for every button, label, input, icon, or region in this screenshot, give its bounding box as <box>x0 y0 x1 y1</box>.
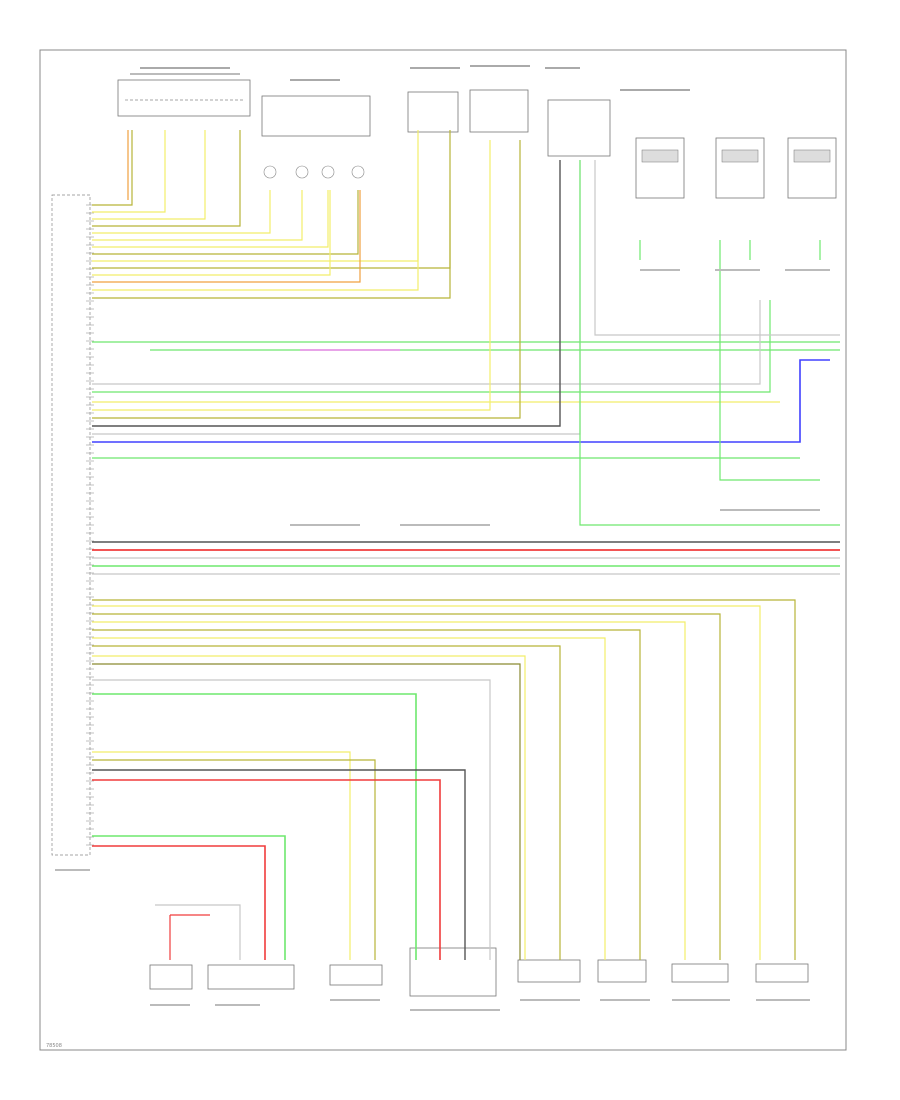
wire <box>92 130 451 299</box>
seat-position-sensor-3-box <box>787 137 837 199</box>
wire-low-0 <box>92 599 796 960</box>
wire <box>92 130 419 291</box>
wire <box>155 904 241 960</box>
rh-curtain-airbag-box <box>755 963 809 983</box>
bottom-components <box>149 947 809 997</box>
ecu-connector-pins <box>86 204 94 846</box>
wire-low-1 <box>92 605 761 960</box>
wire <box>92 140 491 411</box>
lh-knee-airbag-box <box>517 959 581 983</box>
wire <box>92 300 761 385</box>
wire-top-4 <box>92 190 271 234</box>
squib-connectors <box>263 165 365 179</box>
lh-front-seat-box <box>409 947 497 997</box>
wire <box>92 845 266 960</box>
rh-knee-airbag-box <box>597 959 647 983</box>
wire <box>92 759 376 960</box>
front-airbag-sensor-lh-box <box>261 95 371 137</box>
wire-top-5 <box>92 190 303 241</box>
spiral-cable-box <box>547 99 611 157</box>
wire <box>92 160 561 427</box>
wire-top-7 <box>92 190 359 255</box>
seat-position-sensor-1-box <box>635 137 685 199</box>
wire <box>92 190 331 276</box>
wire <box>92 693 417 960</box>
wire-low-5 <box>92 637 606 960</box>
wire <box>92 751 351 960</box>
wire-low-4 <box>92 629 641 960</box>
wire <box>92 359 830 443</box>
wire-low-3 <box>92 621 686 960</box>
wire-low-6 <box>92 645 561 960</box>
wire <box>719 240 820 481</box>
wire <box>92 300 771 393</box>
wire-low-2 <box>92 613 721 960</box>
wire <box>92 835 286 960</box>
lh-rear-sensor-box <box>207 964 295 990</box>
wire-top-2 <box>92 130 206 220</box>
label-marks <box>55 65 830 1011</box>
wire <box>594 160 840 336</box>
seat-position-sensor-2-box <box>715 137 765 199</box>
wire <box>92 190 361 283</box>
front-airbag-sensor-rh-box <box>117 79 251 117</box>
wire-low-7 <box>92 655 526 960</box>
lh-curtain-airbag-box <box>671 963 729 983</box>
wires <box>92 130 840 960</box>
wire-top-6 <box>92 190 329 248</box>
wire-top-1 <box>92 130 166 213</box>
lower-airbag-box <box>407 91 459 133</box>
diagram-frame <box>39 49 847 1051</box>
ecu-outline <box>51 194 91 856</box>
top-components <box>117 79 837 199</box>
curtain-shield-airbag-box <box>469 89 529 133</box>
wire <box>92 679 491 960</box>
wire-top-3 <box>92 130 241 227</box>
wire-top-9 <box>92 190 451 269</box>
wire <box>92 140 521 419</box>
wire <box>92 663 521 960</box>
lh-side-airbag-box <box>329 964 383 986</box>
figure-id: 78508 <box>46 1043 62 1049</box>
wire <box>92 779 441 960</box>
wire <box>92 769 466 960</box>
wire-top-0 <box>92 130 133 206</box>
wire <box>579 160 840 526</box>
lh-door-airbag-sensor-box <box>149 964 193 990</box>
